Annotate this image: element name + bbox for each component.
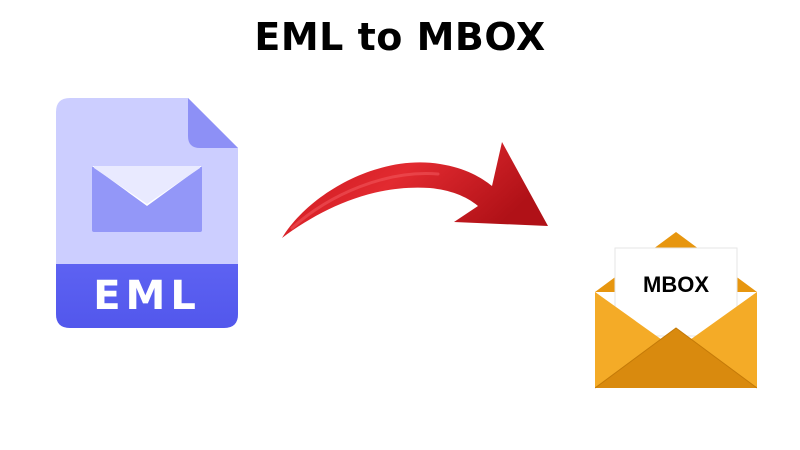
envelope-icon xyxy=(92,166,202,232)
eml-file-label: EML xyxy=(93,273,201,319)
mbox-file-label: MBOX xyxy=(643,272,709,297)
diagram-title: EML to MBOX xyxy=(254,15,546,59)
open-envelope-icon xyxy=(595,232,757,389)
red-curved-arrow-icon xyxy=(282,142,548,238)
eml-file-icon xyxy=(56,98,238,328)
